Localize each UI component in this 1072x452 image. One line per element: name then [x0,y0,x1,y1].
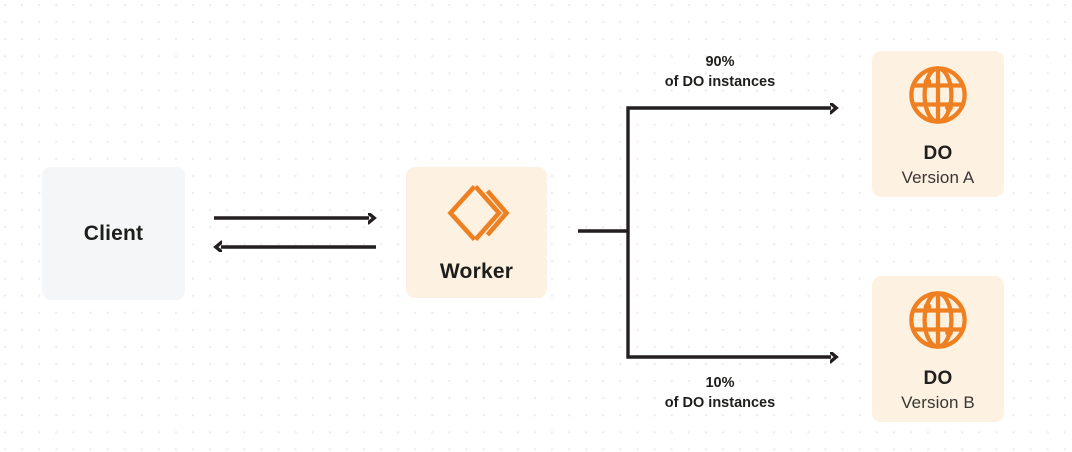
globe-icon [907,64,969,126]
edge-label-do-a-percent: 90% [705,54,735,70]
node-worker: Worker [406,167,547,298]
do-a-title: DO [923,143,953,164]
edge-label-do-b: 10% of DO instances [617,373,823,413]
do-b-title: DO [923,368,953,389]
edge-label-do-b-description: of DO instances [664,395,776,411]
node-do-version-b: DO Version B [872,276,1004,422]
node-client: Client [42,167,185,300]
node-do-version-a: DO Version A [872,51,1004,197]
worker-label: Worker [439,259,514,283]
edge-worker-to-do-a [626,108,831,231]
edge-label-do-a-description: of DO instances [664,74,776,90]
do-b-subtitle: Version B [901,393,975,412]
cloudflare-workers-logo-icon [444,182,510,244]
client-label: Client [83,221,144,245]
edge-label-do-a: 90% of DO instances [617,52,823,92]
do-a-subtitle: Version A [901,168,975,187]
edge-label-do-b-percent: 10% [705,375,735,391]
edge-worker-to-do-b [626,231,831,357]
globe-icon [907,289,969,351]
